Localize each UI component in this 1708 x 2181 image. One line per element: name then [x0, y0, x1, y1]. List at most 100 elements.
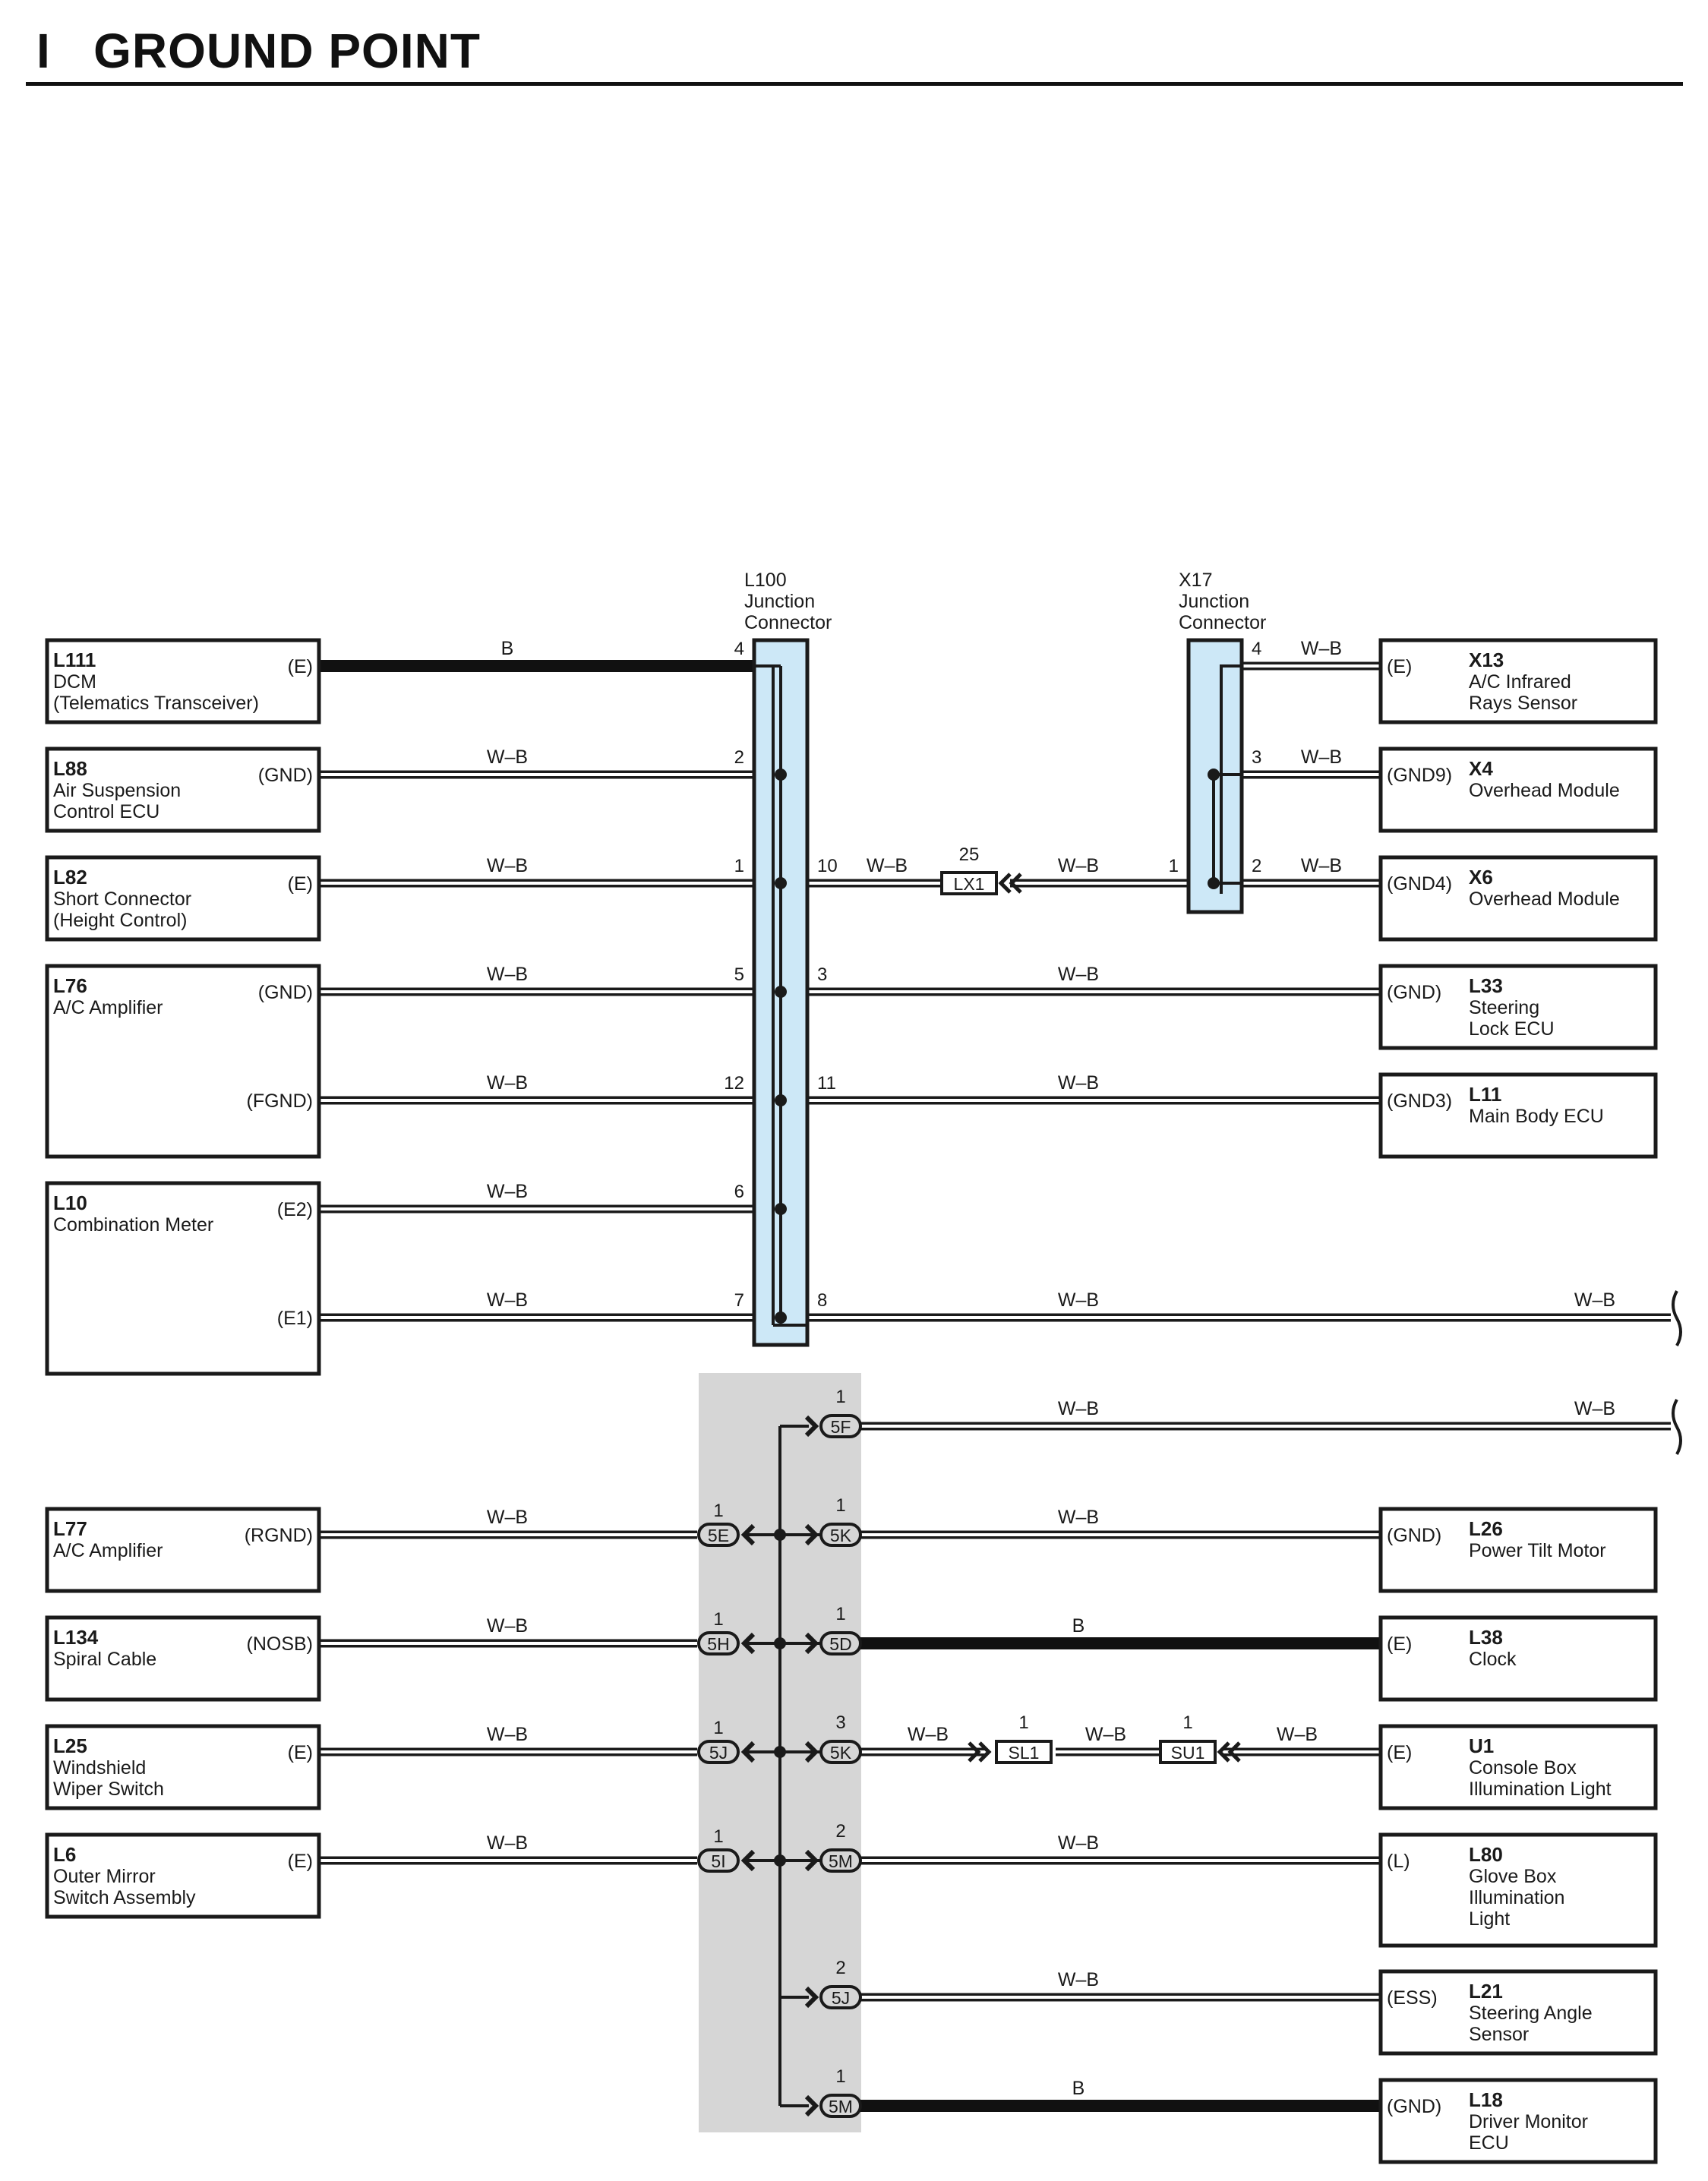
component-x6: (GND4) X6 Overhead Module	[1378, 855, 1658, 942]
svg-text:(E): (E)	[1387, 1742, 1412, 1763]
svg-text:(GND): (GND)	[258, 982, 313, 1003]
joint-left-5i: 5I 1	[697, 1826, 756, 1873]
svg-text:ECU: ECU	[1469, 2132, 1509, 2154]
svg-text:W–B: W–B	[1085, 1724, 1126, 1745]
svg-text:Power Tilt Motor: Power Tilt Motor	[1469, 1540, 1606, 1561]
svg-text:(E): (E)	[1387, 656, 1412, 677]
svg-text:(Telematics Transceiver): (Telematics Transceiver)	[53, 693, 259, 714]
joint-left-5j: 5J 1	[697, 1718, 756, 1764]
joint-label: 5K	[830, 1526, 852, 1545]
svg-text:(ESS): (ESS)	[1387, 1987, 1438, 2009]
svg-text:W–B: W–B	[1058, 855, 1099, 876]
svg-text:Rays Sensor: Rays Sensor	[1469, 693, 1577, 714]
sl1-label: SL1	[1009, 1743, 1040, 1763]
lx1-label: LX1	[954, 874, 985, 894]
svg-text:W–B: W–B	[1301, 746, 1342, 768]
svg-text:(Height Control): (Height Control)	[53, 910, 187, 931]
svg-text:Short Connector: Short Connector	[53, 888, 191, 910]
svg-text:W–B: W–B	[1574, 1289, 1615, 1311]
svg-text:W–B: W–B	[1058, 1832, 1099, 1854]
component-l111: L111 DCM (Telematics Transceiver) (E)	[45, 638, 321, 724]
component-l82: L82 Short Connector (Height Control) (E)	[45, 855, 321, 942]
svg-text:W–B: W–B	[1277, 1724, 1318, 1745]
svg-text:Lock ECU: Lock ECU	[1469, 1018, 1555, 1040]
joint-right-5m-1: 5M 1	[804, 2066, 862, 2118]
svg-text:11: 11	[817, 1073, 836, 1094]
svg-text:L6: L6	[53, 1843, 76, 1866]
svg-text:(E): (E)	[288, 873, 313, 895]
l100-pin-numbers: 4 2 1 5 12 6 7 10 3 11 8	[724, 639, 837, 1311]
svg-text:(GND): (GND)	[1387, 982, 1441, 1003]
component-l6: L6 Outer Mirror Switch Assembly (E)	[45, 1832, 321, 1919]
svg-text:W–B: W–B	[1058, 1398, 1099, 1419]
joint-busbar	[744, 1425, 820, 2107]
svg-text:1: 1	[1169, 856, 1179, 876]
l100-junction-connector	[752, 638, 810, 1347]
svg-text:(RGND): (RGND)	[245, 1525, 313, 1546]
svg-text:W–B: W–B	[1058, 964, 1099, 985]
joint-left-5h: 5H 1	[697, 1609, 756, 1655]
svg-text:L80: L80	[1469, 1843, 1503, 1866]
joint-right-5f: 5F 1	[804, 1387, 862, 1438]
svg-text:L11: L11	[1469, 1083, 1501, 1106]
component-l88: L88 Air Suspension Control ECU (GND)	[45, 746, 321, 833]
joint-right-5j-2: 5J 2	[804, 1958, 862, 2009]
svg-text:A/C Infrared: A/C Infrared	[1469, 671, 1571, 693]
svg-text:(GND4): (GND4)	[1387, 873, 1452, 895]
svg-text:W–B: W–B	[1058, 1507, 1099, 1528]
svg-text:Outer Mirror: Outer Mirror	[53, 1866, 156, 1887]
svg-text:5: 5	[734, 964, 744, 985]
page-title: I GROUND POINT	[36, 23, 481, 79]
wires-lower	[319, 1422, 1671, 2112]
svg-text:A/C Amplifier: A/C Amplifier	[53, 1540, 163, 1561]
svg-text:W–B: W–B	[487, 1507, 528, 1528]
component-l18: (GND) L18 Driver Monitor ECU	[1378, 2078, 1658, 2164]
svg-text:(GND): (GND)	[1387, 2096, 1441, 2117]
svg-text:L25: L25	[53, 1734, 87, 1757]
svg-text:Main Body ECU: Main Body ECU	[1469, 1106, 1604, 1127]
svg-text:W–B: W–B	[1058, 1072, 1099, 1094]
svg-text:L77: L77	[53, 1517, 87, 1540]
component-l21: (ESS) L21 Steering Angle Sensor	[1378, 1969, 1658, 2056]
svg-text:(L): (L)	[1387, 1851, 1410, 1872]
joint-pin: 1	[713, 1718, 723, 1738]
svg-text:L82: L82	[53, 866, 87, 888]
svg-text:(E1): (E1)	[277, 1308, 313, 1329]
svg-text:7: 7	[734, 1290, 744, 1311]
l100-label: L100 Junction Connector	[744, 570, 832, 633]
svg-text:Switch Assembly: Switch Assembly	[53, 1887, 196, 1908]
svg-text:Combination Meter: Combination Meter	[53, 1214, 213, 1236]
svg-text:W–B: W–B	[1058, 1289, 1099, 1311]
joint-pin: 3	[835, 1712, 845, 1733]
joint-pin: 1	[713, 1609, 723, 1630]
svg-text:W–B: W–B	[1574, 1398, 1615, 1419]
component-l25: L25 Windshield Wiper Switch (E)	[45, 1724, 321, 1810]
joint-pin: 1	[835, 2066, 845, 2087]
wire-break-mark	[1672, 1290, 1682, 1346]
svg-text:(GND): (GND)	[258, 765, 313, 786]
svg-text:Windshield: Windshield	[53, 1757, 146, 1779]
component-l76: L76 A/C Amplifier (GND) (FGND)	[45, 964, 321, 1159]
component-l10: L10 Combination Meter (E2) (E1)	[45, 1181, 321, 1376]
joint-pin: 1	[713, 1501, 723, 1521]
svg-text:DCM: DCM	[53, 671, 96, 693]
svg-text:(E): (E)	[1387, 1633, 1412, 1655]
sl1-pin: 1	[1018, 1712, 1028, 1733]
svg-text:Junction: Junction	[1179, 591, 1249, 612]
component-x4: (GND9) X4 Overhead Module	[1378, 746, 1658, 833]
svg-text:1: 1	[734, 856, 744, 876]
svg-text:B: B	[501, 638, 514, 659]
component-l33: (GND) L33 Steering Lock ECU	[1378, 964, 1658, 1050]
svg-text:L76: L76	[53, 974, 87, 997]
svg-text:(E): (E)	[288, 1742, 313, 1763]
joint-label: 5I	[711, 1851, 725, 1871]
svg-text:Overhead Module: Overhead Module	[1469, 780, 1620, 801]
joint-pin: 1	[835, 1495, 845, 1516]
svg-text:Light: Light	[1469, 1908, 1510, 1930]
joint-pin: 1	[835, 1387, 845, 1407]
svg-text:6: 6	[734, 1182, 744, 1202]
svg-text:10: 10	[817, 856, 838, 876]
svg-text:(E): (E)	[288, 1851, 313, 1872]
joint-right-5m-2: 5M 2	[804, 1821, 862, 1873]
